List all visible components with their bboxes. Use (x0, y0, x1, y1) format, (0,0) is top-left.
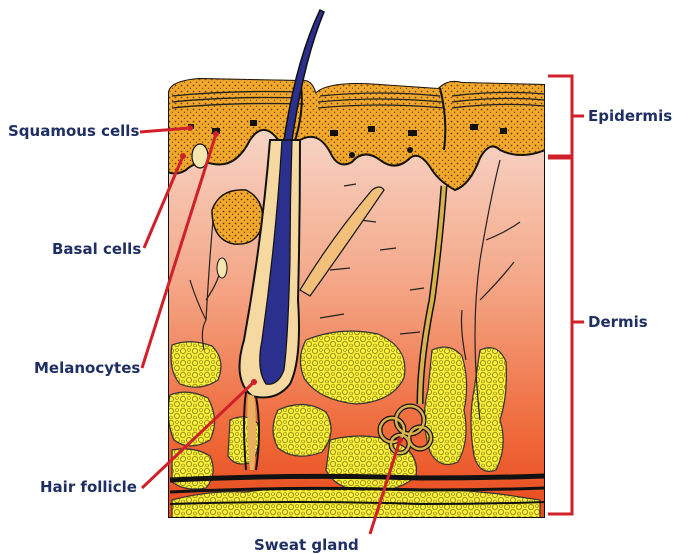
dermis-bracket (548, 158, 572, 514)
label-epidermis: Epidermis (588, 107, 672, 125)
label-hair-follicle: Hair follicle (40, 478, 137, 496)
sensory-receptor-2 (217, 258, 227, 278)
label-sweat-gland: Sweat gland (254, 536, 359, 554)
label-basal-cells: Basal cells (52, 240, 141, 258)
epidermis-bracket (548, 76, 572, 156)
label-melanocytes: Melanocytes (34, 359, 140, 377)
label-squamous-cells: Squamous cells (8, 122, 139, 140)
dermis-layer (168, 78, 546, 520)
label-dermis: Dermis (588, 313, 648, 331)
